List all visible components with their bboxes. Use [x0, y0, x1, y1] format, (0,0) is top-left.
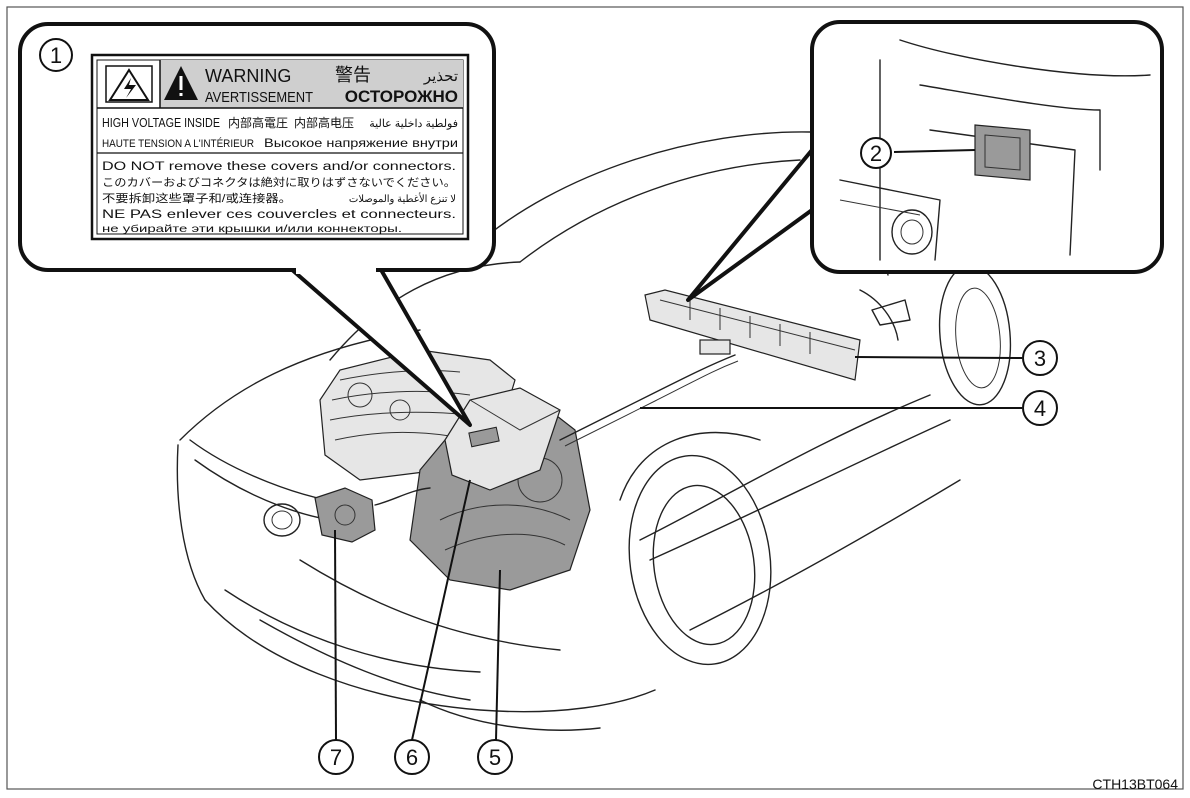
callout-3-number: 3 — [1034, 346, 1046, 371]
callout-5-number: 5 — [489, 745, 501, 770]
label-line-cn: 不要拆卸这些罩子和/或连接器。 — [102, 191, 292, 205]
callout-box-2: 2 — [686, 20, 1164, 302]
label-hv-cn1: 内部高電圧 — [228, 115, 288, 130]
label-warning-en: WARNING — [205, 66, 291, 86]
label-hv-cn2: 内部高电压 — [294, 115, 354, 130]
callout-box-1: 1 WARNING 警告 تحذير AVERTISSEMENT ОСТОРОЖ… — [18, 22, 496, 427]
power-cable — [559, 354, 736, 441]
callout-7-number: 7 — [330, 745, 342, 770]
label-line-ar: لا تنزع الأغطية والموصلات — [349, 193, 456, 205]
callout-1: 1 — [50, 43, 62, 68]
label-hv-en: HIGH VOLTAGE INSIDE — [102, 115, 220, 130]
callout-3: 3 — [854, 340, 1058, 376]
warning-label: WARNING 警告 تحذير AVERTISSEMENT ОСТОРОЖНО… — [90, 53, 470, 241]
hv-battery — [644, 289, 861, 381]
label-line-en: DO NOT remove these covers and/or connec… — [102, 161, 456, 173]
callout-7: 7 — [318, 529, 354, 775]
callout-4-number: 4 — [1034, 396, 1046, 421]
label-hv-fr: HAUTE TENSION A L'INTÉRIEUR — [102, 137, 254, 150]
label-warning-ar: تحذير — [423, 68, 458, 85]
figure-code: CTH13BT064 — [1092, 776, 1178, 792]
callout-6-number: 6 — [406, 745, 418, 770]
label-hv-ar: فولطية داخلية عالية — [369, 118, 458, 130]
label-line-ru: не убирайте эти крышки и/или коннекторы. — [102, 223, 402, 235]
label-hv-ru: Высокое напряжение внутри — [264, 136, 458, 150]
label-warning-ru: ОСТОРОЖНО — [345, 87, 458, 106]
label-warning-cn: 警告 — [335, 65, 371, 85]
label-avertissement: AVERTISSEMENT — [205, 89, 313, 106]
callout-2: 2 — [870, 141, 882, 166]
callout-5: 5 — [477, 569, 513, 775]
label-line-fr: NE PAS enlever ces couvercles et connect… — [102, 209, 456, 221]
callout-6: 6 — [394, 479, 471, 775]
engine-compartment — [314, 349, 591, 591]
label-line-jp: このカバーおよびコネクタは絶対に取りはずさないでください。 — [102, 175, 456, 189]
warning-triangle-icon — [164, 66, 198, 100]
callout-4: 4 — [640, 390, 1058, 426]
